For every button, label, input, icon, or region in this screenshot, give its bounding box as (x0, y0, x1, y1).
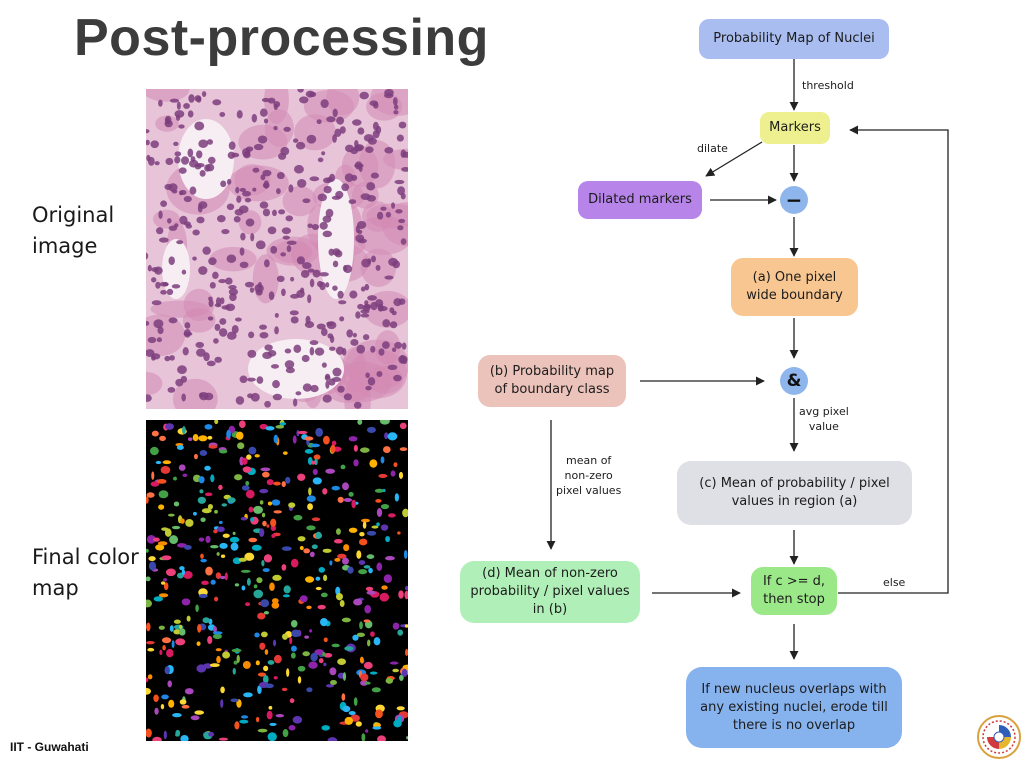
node-text-line: (b) Probability map (489, 364, 615, 379)
node-text-line: probability / pixel values (470, 584, 630, 599)
node-probability-map-of-nuclei: Probability Map of Nuclei (699, 19, 889, 59)
node-erode-overlap: If new nucleus overlaps with any existing… (686, 667, 902, 748)
arrow-markers-to-dilated (705, 141, 763, 177)
minus-operator: − (780, 186, 808, 214)
node-text-line: there is no overlap (732, 717, 856, 733)
node-mean-probability-region: (c) Mean of probability / pixel values in… (677, 461, 912, 525)
node-text-line: in (b) (532, 602, 568, 617)
edge-label-line: pixel values (556, 484, 622, 497)
edge-label-line: value (808, 420, 839, 433)
original-histology-image (146, 89, 408, 409)
node-probability-map-boundary-class: (b) Probability map of boundary class (478, 355, 626, 407)
node-text-line: values in region (a) (731, 494, 858, 509)
node-text-line: (c) Mean of probability / pixel (699, 476, 890, 491)
and-operator: & (780, 367, 808, 395)
node-text-line: Probability Map of Nuclei (713, 31, 875, 46)
edge-label-line: mean of (566, 454, 612, 467)
edge-label-line: non-zero (564, 469, 613, 482)
edge-label-mean-of-nonzero: mean of non-zero pixel values (556, 453, 621, 498)
original-image-label: Original image (32, 203, 115, 258)
node-text-line: Dilated markers (588, 192, 692, 207)
node-stop-condition: If c >= d, then stop (751, 567, 837, 615)
node-text-line: (a) One pixel (752, 270, 837, 285)
institute-logo (977, 715, 1021, 759)
node-text-line: then stop (763, 592, 825, 607)
node-text-line: any existing nuclei, erode till (700, 699, 888, 715)
node-markers: Markers (760, 112, 830, 144)
edge-label-line: avg pixel (799, 405, 849, 418)
edge-label-line: threshold (802, 79, 854, 92)
node-text-line: If new nucleus overlaps with (701, 681, 887, 697)
slide-title: Post-processing (74, 9, 489, 67)
node-one-pixel-wide-boundary: (a) One pixel wide boundary (731, 258, 858, 316)
node-mean-nonzero-values: (d) Mean of non-zero probability / pixel … (460, 561, 640, 623)
edge-label-else: else (883, 575, 905, 590)
final-color-map-image (146, 420, 408, 741)
footer-institution: IIT - Guwahati (10, 740, 89, 754)
edge-label-dilate: dilate (697, 141, 728, 156)
node-dilated-markers: Dilated markers (578, 181, 702, 219)
final-color-map-label: Final color map (32, 545, 139, 600)
node-text-line: (d) Mean of non-zero (482, 566, 618, 581)
node-text-line: If c >= d, (762, 574, 826, 589)
node-text-line: Markers (769, 120, 821, 135)
edge-label-avg-pixel-value: avg pixel value (799, 404, 849, 434)
edge-label-line: dilate (697, 142, 728, 155)
node-text-line: of boundary class (494, 382, 610, 397)
edge-label-threshold: threshold (802, 78, 854, 93)
edge-label-line: else (883, 576, 906, 589)
arrow-else-loop (838, 125, 949, 594)
node-text-line: wide boundary (746, 288, 843, 303)
